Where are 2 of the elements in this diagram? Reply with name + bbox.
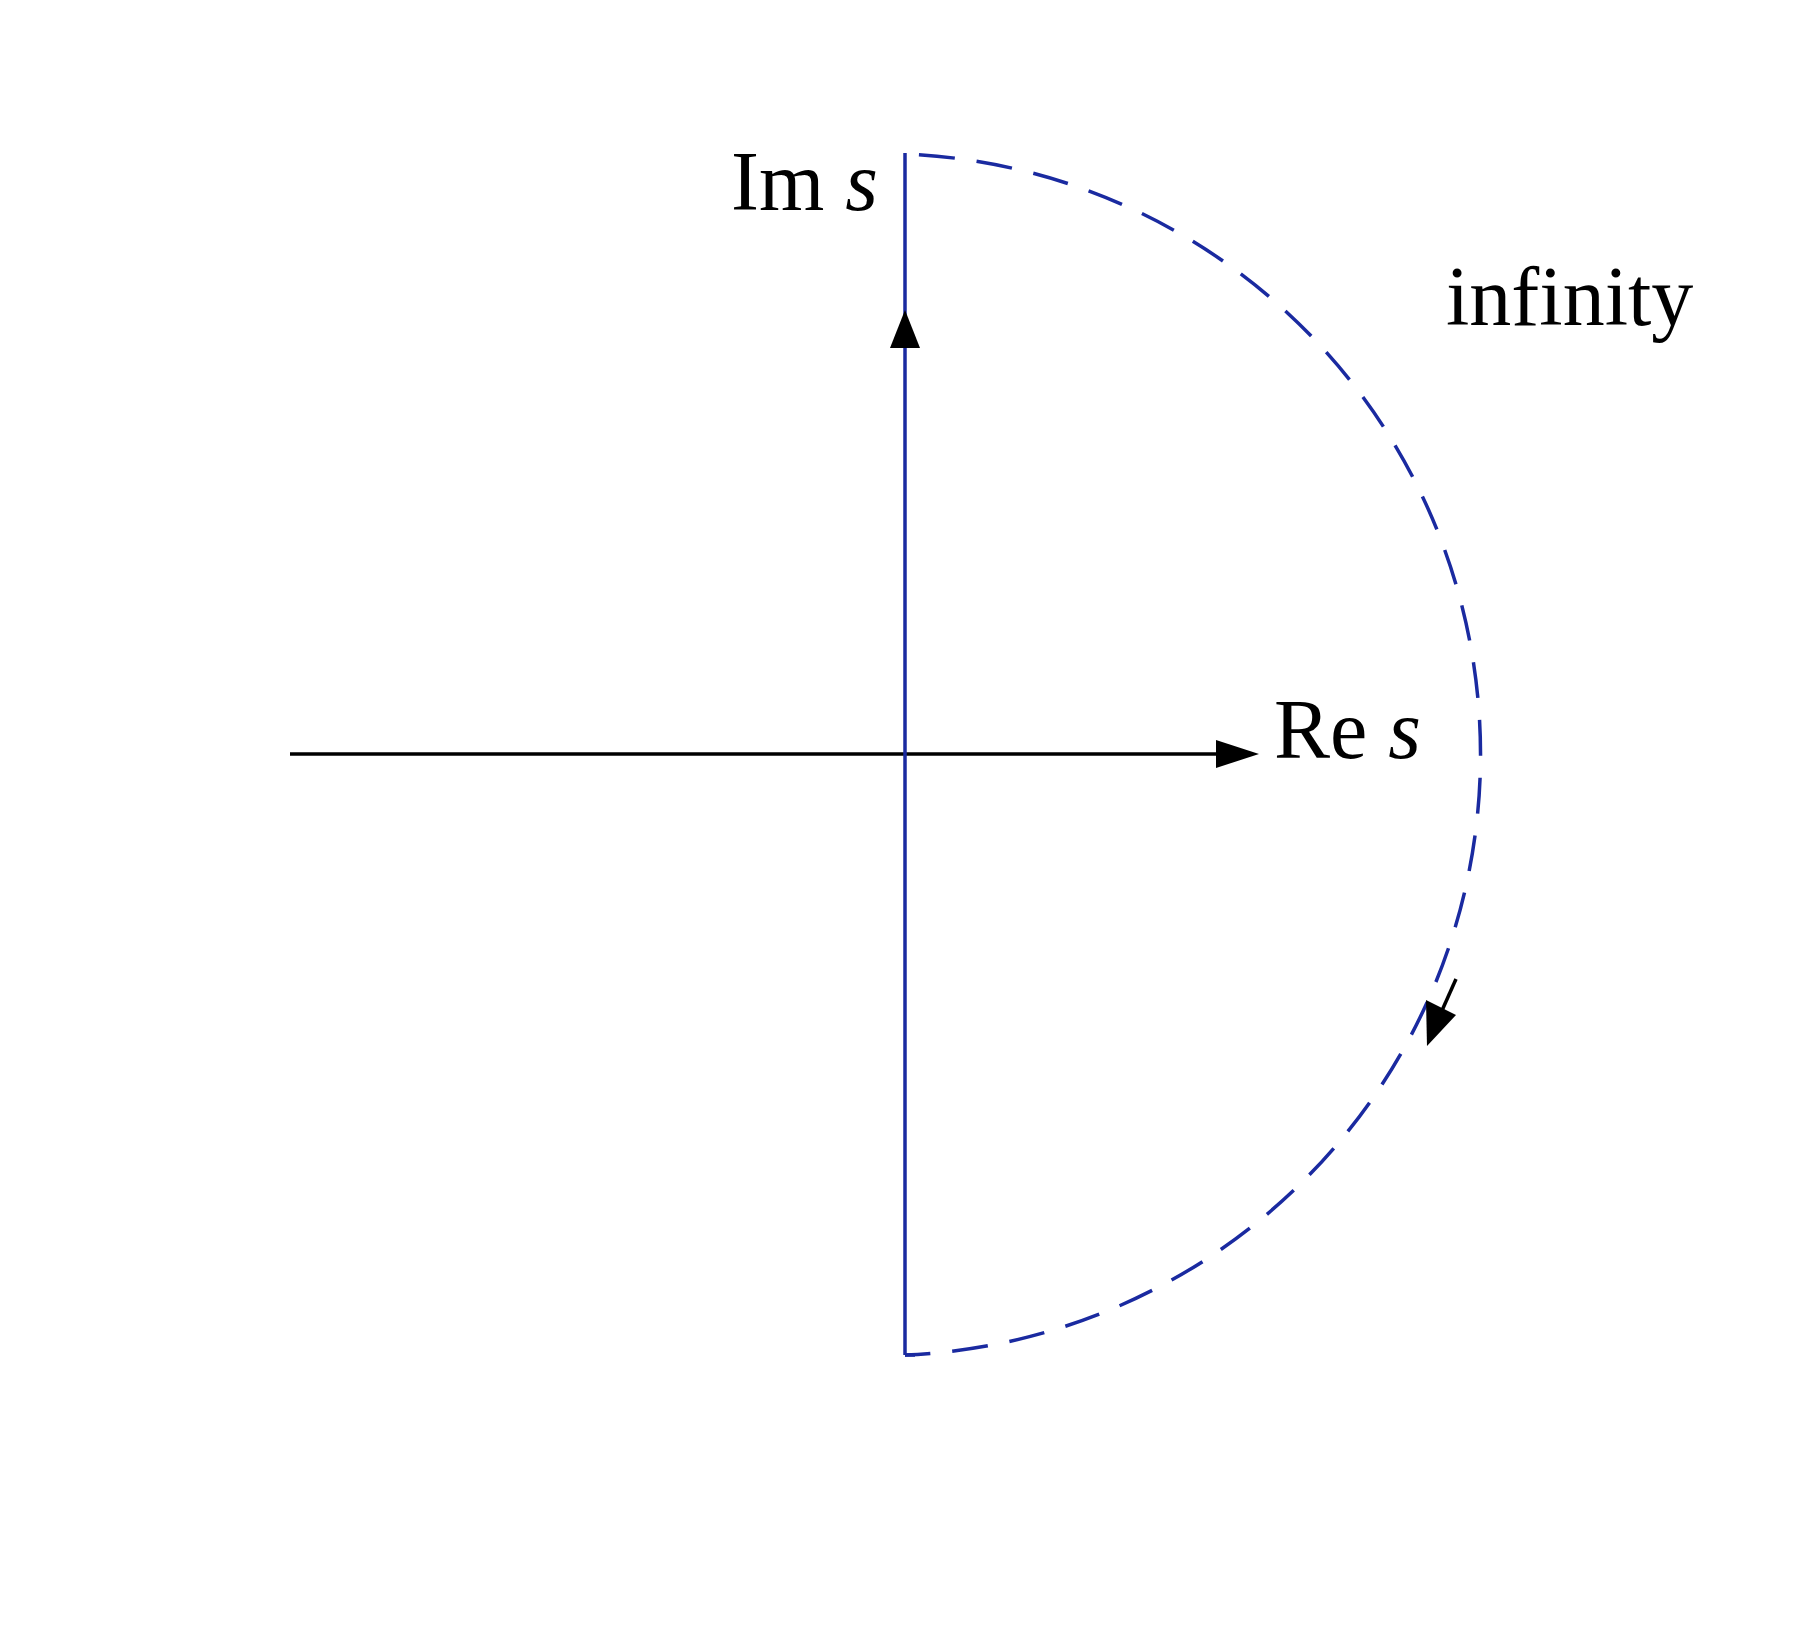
- axis-label: Im s: [731, 140, 878, 224]
- axis-label: Re s: [1274, 688, 1421, 772]
